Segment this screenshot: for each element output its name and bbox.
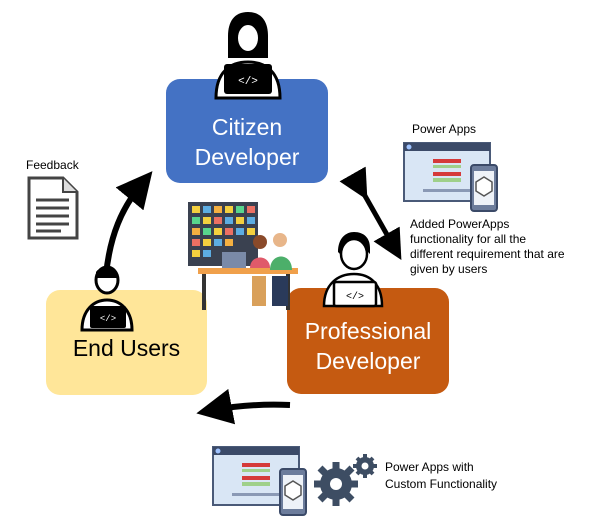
added-powerapps-text: Added PowerApps functionality for all th… — [410, 217, 565, 276]
svg-text:</>: </> — [100, 314, 116, 324]
pro-line-2: Developer — [315, 348, 421, 374]
svg-text:</>: </> — [238, 76, 258, 88]
app-screen-icon — [212, 446, 307, 516]
document-icon — [27, 176, 79, 240]
feedback-label: Feedback — [26, 158, 79, 172]
developer-person-icon: </> — [214, 12, 282, 100]
arrow-end-to-citizen — [103, 171, 153, 276]
app-screen-icon — [403, 142, 498, 212]
arrow-pro-to-end — [196, 388, 291, 425]
developer-person-icon: </> — [80, 265, 134, 332]
power-apps-custom-line-2: Custom Functionality — [385, 477, 498, 491]
end-users-box: End Users — [46, 290, 207, 395]
team-at-board-icon — [188, 202, 298, 310]
developer-person-icon: </> — [322, 232, 384, 308]
citizen-line-1: Citizen — [211, 114, 283, 140]
arrow-citizen-pro-double — [339, 166, 402, 261]
end-users-label: End Users — [72, 334, 181, 361]
svg-text:</>: </> — [346, 291, 364, 303]
citizen-line-2: Developer — [194, 144, 300, 170]
power-apps-custom-line-1: Power Apps with — [385, 460, 474, 474]
gears-icon — [314, 454, 377, 506]
pro-line-1: Professional — [304, 318, 432, 344]
power-apps-label: Power Apps — [412, 122, 477, 136]
